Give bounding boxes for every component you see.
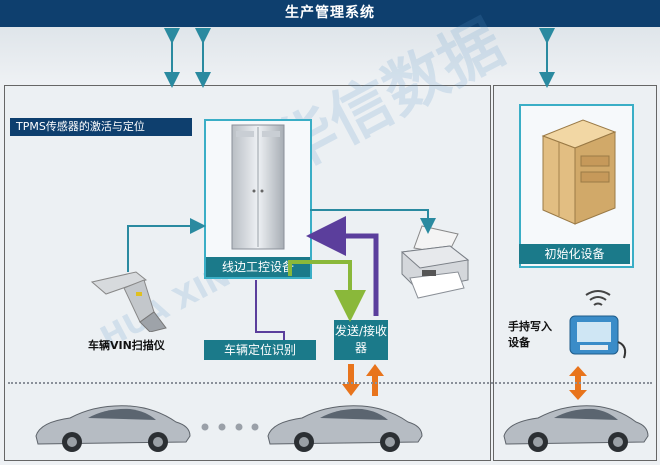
- locator-label: 车辆定位识别: [204, 340, 316, 360]
- ellipsis-dots: [201, 423, 259, 431]
- transceiver-to-server-arrow: [306, 216, 379, 316]
- printer-icon: [400, 225, 470, 299]
- init-server-icon: [541, 119, 617, 225]
- scanner-to-server-arrow: [127, 218, 206, 272]
- car-icon: [35, 405, 191, 452]
- header-link-arrows: [164, 28, 555, 88]
- server-label: 线边工控设备: [206, 257, 310, 277]
- barcode-scanner-icon: [90, 271, 167, 332]
- handheld-writer-label: 手持写入设备: [508, 320, 552, 349]
- transceiver-label: 发送/接收器: [334, 320, 388, 360]
- server-to-printer-arrow: [310, 209, 436, 234]
- car-icon: [503, 405, 649, 452]
- server-to-locator-line: [255, 280, 285, 340]
- section-title: TPMS传感器的激活与定位: [10, 118, 192, 136]
- car-icon: [267, 405, 423, 452]
- handheld-writer-icon: [569, 315, 627, 359]
- init-device-label: 初始化设备: [519, 244, 630, 264]
- scanner-label: 车辆VIN扫描仪: [88, 339, 165, 352]
- antenna-arrows: [342, 364, 384, 396]
- conveyor-line: [8, 382, 652, 384]
- server-frame: [204, 119, 312, 279]
- server-cabinet-icon: [231, 124, 285, 250]
- wireless-signal-icon: [585, 290, 611, 306]
- system-header: 生产管理系统: [0, 0, 660, 27]
- server-to-transceiver-arrow: [288, 260, 366, 322]
- init-device-frame: [519, 104, 634, 268]
